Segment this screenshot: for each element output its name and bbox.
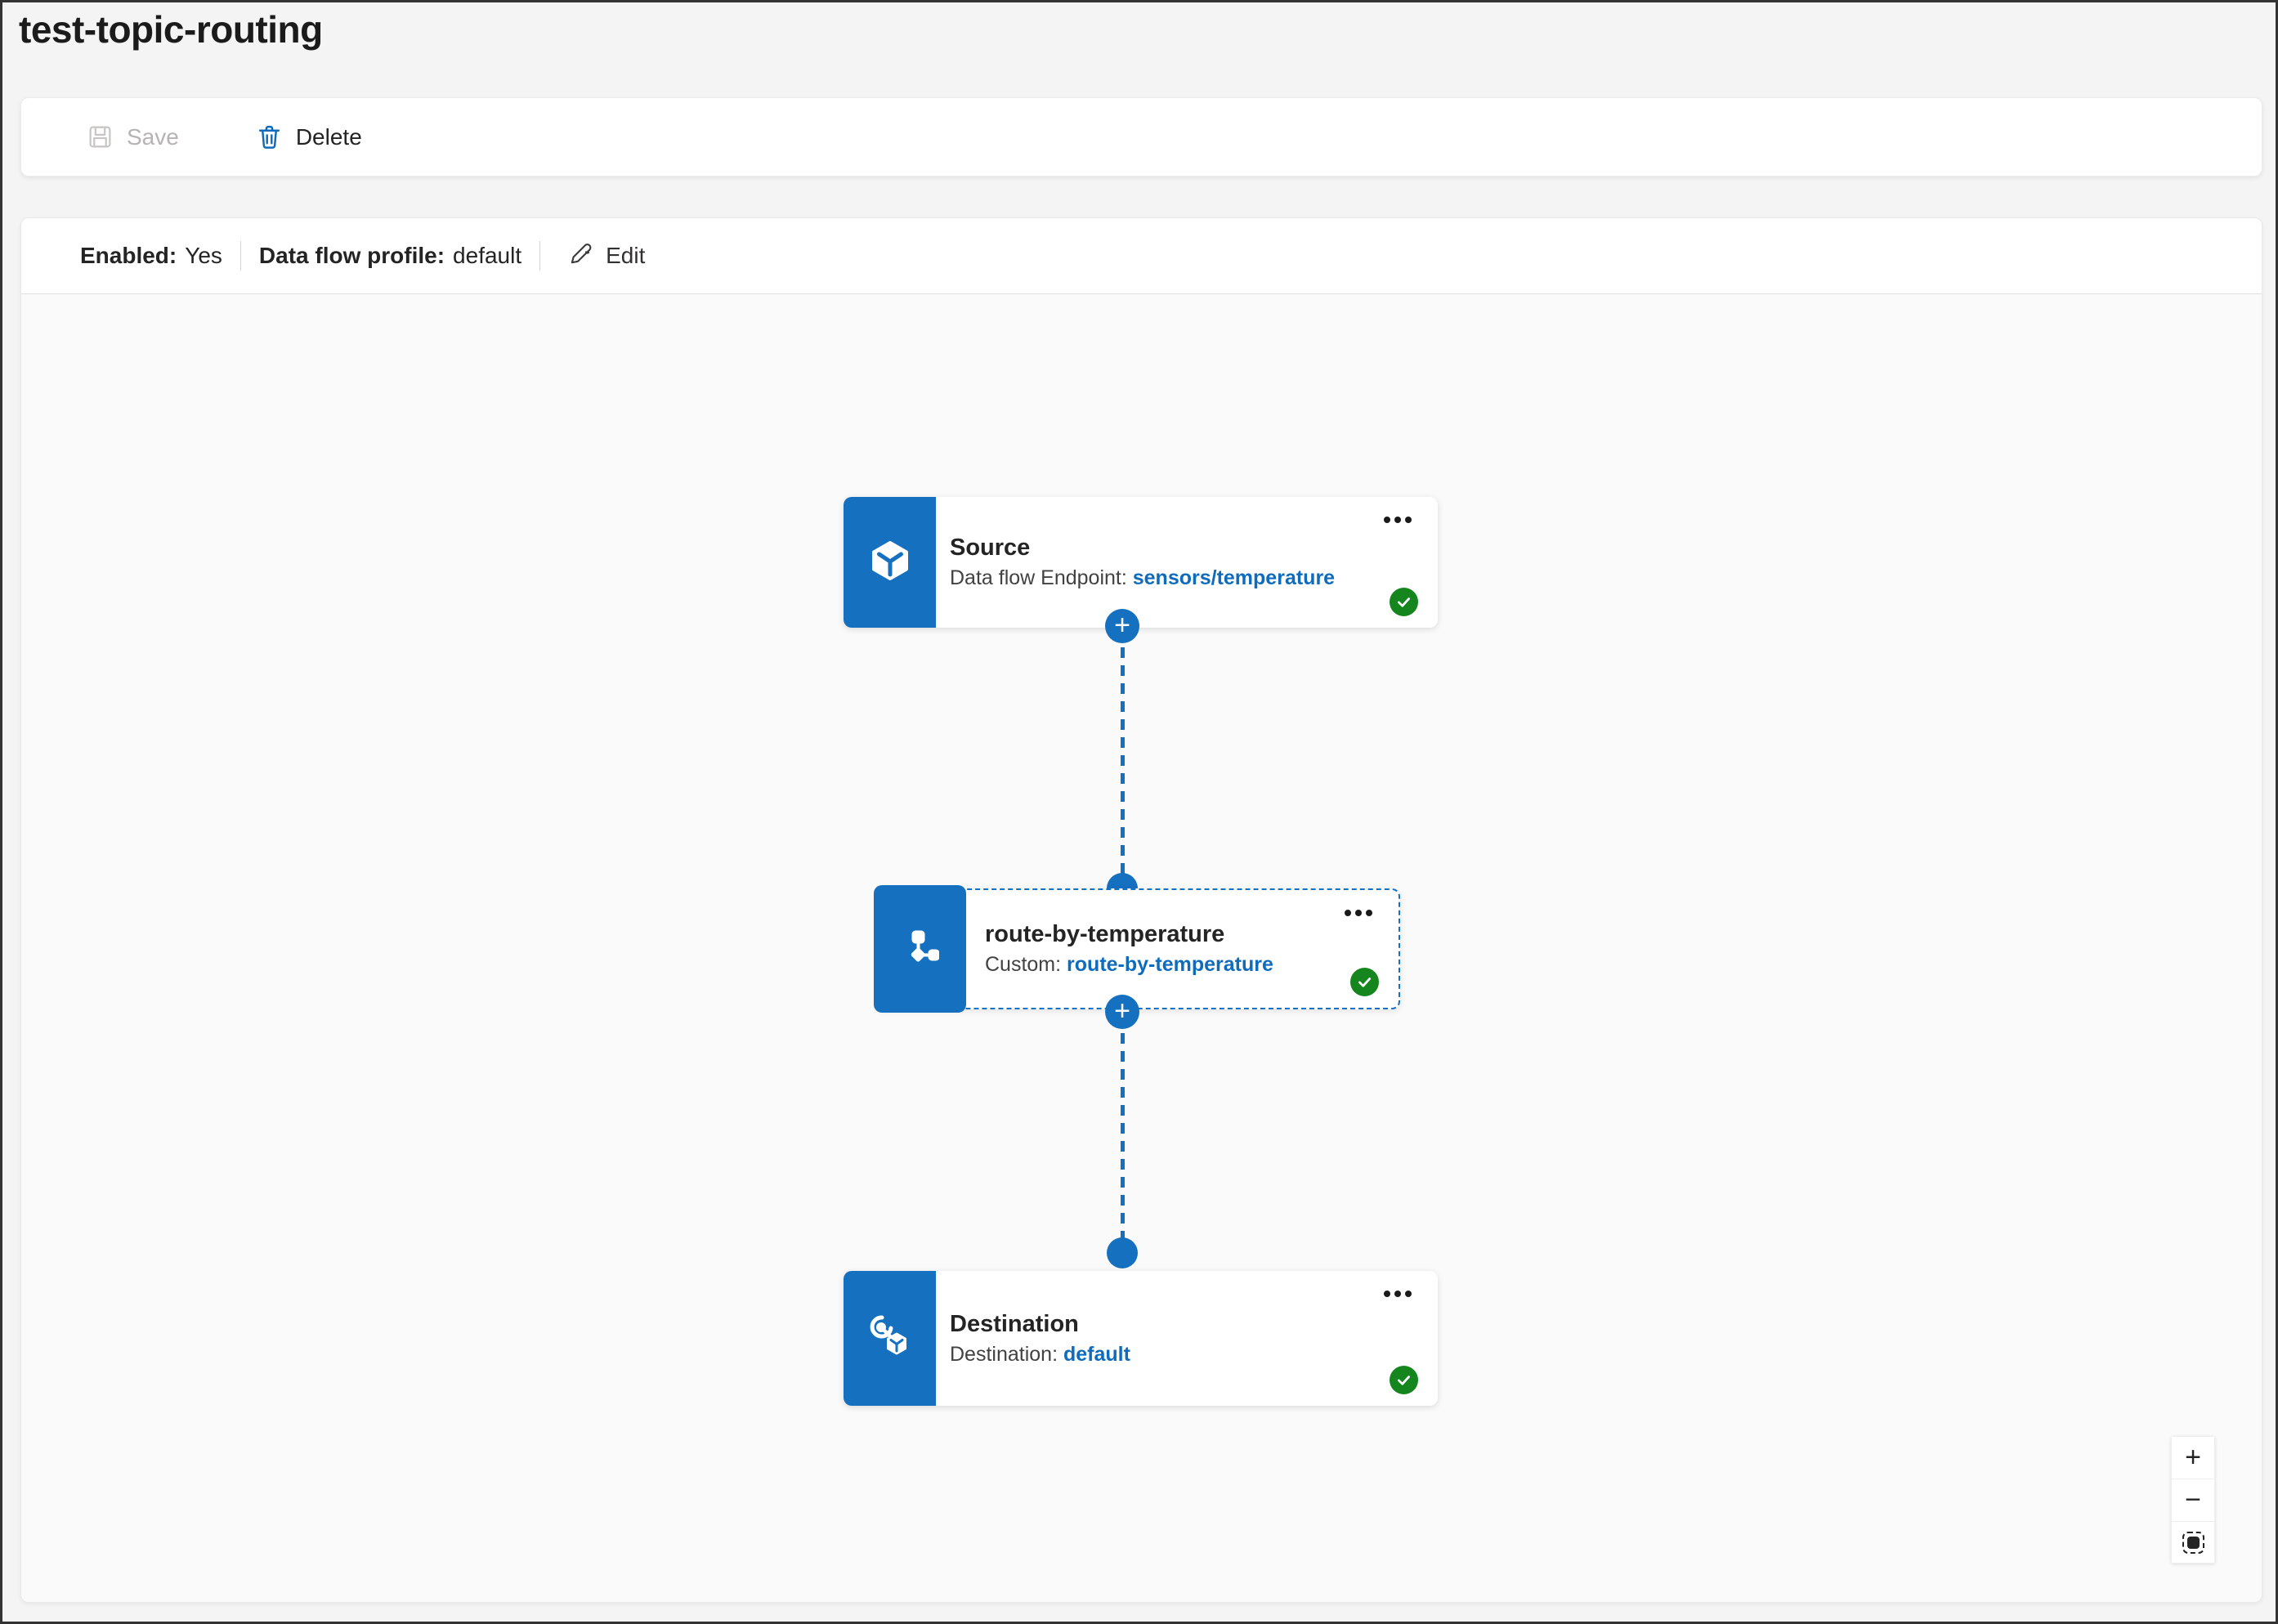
enabled-label: Enabled:	[80, 243, 177, 268]
node-destination-body: Destination Destination: default	[950, 1271, 1340, 1406]
dataflow-panel: Enabled: Yes Data flow profile: default …	[20, 217, 2262, 1603]
node-source-field-label: Data flow Endpoint:	[950, 566, 1127, 589]
node-transform-title: route-by-temperature	[985, 921, 1225, 947]
fit-view-button[interactable]	[2171, 1521, 2215, 1564]
destination-endpoint-icon	[868, 1314, 912, 1362]
edge-junction-2	[1107, 1237, 1138, 1268]
command-bar: Save Delete	[20, 97, 2262, 177]
node-destination-subtitle: Destination: default	[950, 1343, 1340, 1367]
node-transform-strip	[874, 885, 966, 1013]
divider	[239, 241, 241, 271]
divider	[539, 241, 541, 271]
edit-button-label: Edit	[606, 243, 646, 268]
node-transform-body: route-by-temperature Custom: route-by-te…	[985, 890, 1300, 1008]
zoom-out-icon: −	[2185, 1484, 2201, 1515]
zoom-in-icon: +	[2185, 1442, 2201, 1473]
more-options-button[interactable]	[1379, 512, 1416, 528]
edge-source-transform	[1121, 629, 1125, 884]
node-source-title: Source	[950, 535, 1031, 561]
node-transform-custom-link[interactable]: route-by-temperature	[1067, 953, 1273, 976]
node-destination[interactable]: Destination Destination: default	[844, 1271, 1438, 1406]
delete-button-label: Delete	[295, 123, 362, 150]
save-button[interactable]: Save	[72, 114, 194, 160]
transform-flow-icon	[902, 928, 939, 970]
save-icon	[87, 123, 114, 150]
node-transform[interactable]: route-by-temperature Custom: route-by-te…	[874, 885, 1400, 1013]
profile-label: Data flow profile:	[258, 243, 445, 268]
add-stage-button-2[interactable]: +	[1105, 995, 1139, 1029]
node-destination-default-link[interactable]: default	[1063, 1342, 1130, 1366]
plus-icon: +	[1114, 995, 1130, 1027]
source-cube-icon	[867, 538, 913, 588]
more-options-button[interactable]	[1379, 1286, 1416, 1302]
enabled-status: Enabled: Yes	[62, 243, 240, 269]
node-destination-field-label: Destination:	[950, 1342, 1058, 1366]
status-bar: Enabled: Yes Data flow profile: default …	[21, 218, 2262, 294]
zoom-out-button[interactable]: −	[2171, 1479, 2215, 1521]
edge-transform-destination	[1121, 1015, 1125, 1250]
delete-button[interactable]: Delete	[241, 114, 377, 160]
zoom-in-button[interactable]: +	[2171, 1436, 2215, 1479]
node-source-strip	[844, 497, 936, 628]
profile-status: Data flow profile: default	[241, 243, 539, 269]
edit-button[interactable]: Edit	[558, 233, 653, 280]
node-transform-field-label: Custom:	[985, 953, 1062, 976]
page-title: test-topic-routing	[19, 8, 323, 51]
node-source[interactable]: Source Data flow Endpoint: sensors/tempe…	[844, 497, 1438, 628]
node-source-subtitle: Data flow Endpoint: sensors/temperature	[950, 566, 1340, 590]
canvas-zoom-controls: + −	[2171, 1436, 2215, 1564]
fit-view-icon	[2182, 1531, 2204, 1554]
save-button-label: Save	[127, 123, 179, 150]
plus-icon: +	[1114, 609, 1130, 641]
success-check-badge	[1350, 968, 1379, 996]
trash-icon	[256, 123, 283, 150]
success-check-badge	[1390, 1366, 1418, 1394]
dataflow-canvas[interactable]: Source Data flow Endpoint: sensors/tempe…	[21, 294, 2262, 1602]
node-source-body: Source Data flow Endpoint: sensors/tempe…	[950, 497, 1340, 628]
pencil-icon	[566, 239, 594, 273]
profile-value: default	[453, 243, 522, 268]
add-stage-button-1[interactable]: +	[1105, 609, 1139, 643]
node-destination-title: Destination	[950, 1310, 1079, 1337]
node-destination-strip	[844, 1271, 936, 1406]
success-check-badge	[1390, 588, 1418, 616]
node-source-endpoint-link[interactable]: sensors/temperature	[1132, 566, 1336, 589]
more-options-button[interactable]	[1340, 905, 1377, 921]
node-transform-subtitle: Custom: route-by-temperature	[985, 953, 1300, 977]
enabled-value: Yes	[185, 243, 222, 268]
